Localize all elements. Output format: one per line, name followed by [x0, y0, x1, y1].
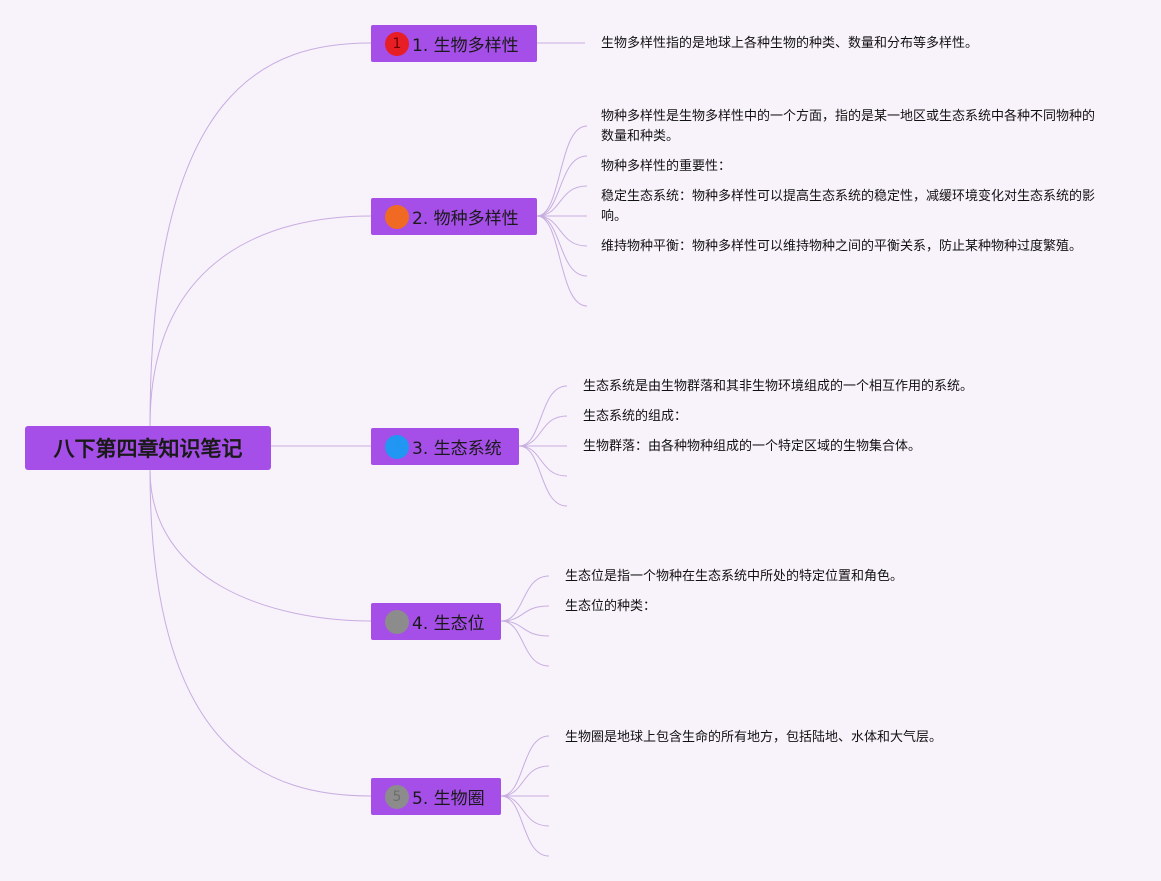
- leaf-connector: [500, 795, 550, 827]
- leaf-connector: [500, 575, 550, 622]
- branch-node-label: 3. 生态系统: [412, 439, 502, 459]
- note-maintain-balance: 维持物种平衡：物种多样性可以维持物种之间的平衡关系，防止某种物种过度繁殖。: [601, 239, 1083, 254]
- leaf-connector: [518, 415, 568, 447]
- note-biosphere-definition: 生物圈是地球上包含生命的所有地方，包括陆地、水体和大气层。: [565, 730, 943, 745]
- branch-node-ecosystem[interactable]: 3 3. 生态系统: [371, 428, 519, 465]
- leaf-connector: [500, 795, 550, 857]
- note-niche-types: 生态位的种类：: [565, 599, 657, 614]
- leaf-connector: [500, 620, 550, 637]
- leaf-connector: [536, 215, 588, 247]
- leaf-connector: [536, 155, 588, 217]
- leaf-connector: [536, 215, 588, 277]
- number-1-icon: 1: [385, 31, 409, 56]
- note-ecosystem-definition: 生态系统是由生物群落和其非生物环境组成的一个相互作用的系统。: [583, 379, 974, 394]
- note-stabilize-ecosystem: 稳定生态系统：物种多样性可以提高生态系统的稳定性，减缓环境变化对生态系统的影响。: [601, 189, 1096, 224]
- leaf-connector: [536, 185, 588, 217]
- leaf-connector: [536, 125, 588, 217]
- branch-node-label: 1. 生物多样性: [412, 36, 519, 56]
- branch-node-biodiversity[interactable]: 1 1. 生物多样性: [371, 25, 537, 62]
- branch-node-biosphere[interactable]: 5 5. 生物圈: [371, 778, 501, 815]
- number-3-icon: 3: [385, 434, 409, 459]
- number-4-icon: 4: [385, 609, 409, 634]
- leaf-connector: [536, 215, 588, 307]
- root-connector: [149, 42, 372, 427]
- branch-node-label: 5. 生物圈: [412, 789, 485, 809]
- number-5-icon: 5: [385, 784, 409, 809]
- leaf-connector: [500, 605, 550, 622]
- leaf-connector: [500, 620, 550, 667]
- root-node[interactable]: 八下第四章知识笔记: [25, 426, 271, 470]
- note-ecosystem-composition: 生态系统的组成：: [583, 409, 688, 424]
- leaf-connector: [518, 385, 568, 447]
- note-niche-definition: 生态位是指一个物种在生态系统中所处的特定位置和角色。: [565, 569, 904, 584]
- root-connector: [149, 469, 372, 797]
- note-biological-community: 生物群落：由各种物种组成的一个特定区域的生物集合体。: [583, 439, 922, 454]
- number-2-icon: 2: [385, 204, 409, 229]
- note-species-diversity-importance: 物种多样性的重要性：: [601, 159, 732, 174]
- leaf-connector: [500, 735, 550, 797]
- note-biodiversity-definition: 生物多样性指的是地球上各种生物的种类、数量和分布等多样性。: [601, 36, 979, 51]
- leaf-connector: [518, 445, 568, 477]
- root-connector: [149, 469, 372, 622]
- branch-node-label: 4. 生态位: [412, 614, 485, 634]
- branch-node-label: 2. 物种多样性: [412, 209, 519, 229]
- leaf-connector: [518, 445, 568, 507]
- branch-node-species-diversity[interactable]: 2 2. 物种多样性: [371, 198, 537, 235]
- root-node-label: 八下第四章知识笔记: [53, 437, 243, 461]
- branch-node-niche[interactable]: 4 4. 生态位: [371, 603, 501, 640]
- root-connector: [149, 215, 372, 427]
- note-species-diversity-definition: 物种多样性是生物多样性中的一个方面，指的是某一地区或生态系统中各种不同物种的数量…: [601, 109, 1096, 144]
- leaf-connector: [500, 765, 550, 797]
